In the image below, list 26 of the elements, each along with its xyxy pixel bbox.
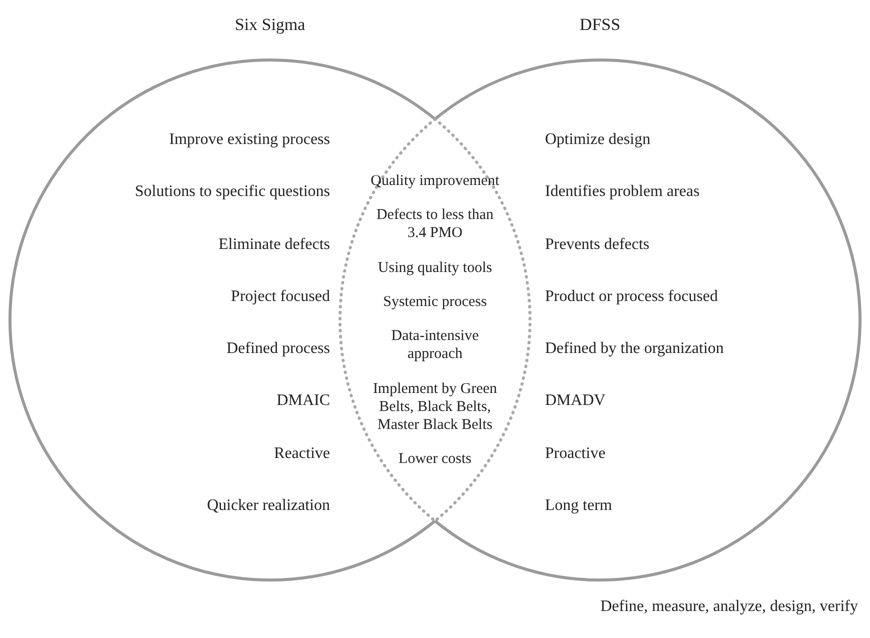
shared-feature-text: Defects to less than 3.4 PMO bbox=[375, 206, 495, 242]
note-text: Define, measure, analyze, design, verify bbox=[600, 598, 858, 616]
feature-text: Identifies problem areas bbox=[545, 182, 701, 202]
feature-text: Proactive bbox=[545, 444, 606, 463]
feature-text: Quicker realization bbox=[206, 496, 330, 515]
feature-text: Reactive bbox=[273, 444, 330, 463]
shared-feature-text: Lower costs bbox=[398, 450, 472, 468]
shared-feature-text: Data-intensive approach bbox=[390, 327, 480, 364]
circle-heading: DFSS bbox=[578, 15, 622, 35]
feature-text: DMAIC bbox=[276, 391, 330, 410]
feature-text: Prevents defects bbox=[545, 234, 650, 254]
shared-feature-text: Quality improvement bbox=[370, 172, 500, 190]
feature-text: Project focused bbox=[230, 286, 330, 306]
feature-text: Optimize design bbox=[545, 130, 652, 149]
feature-text: Defined by the organization bbox=[545, 339, 725, 358]
circle-heading: Six Sigma bbox=[234, 15, 306, 35]
shared-feature-text: Using quality tools bbox=[378, 258, 492, 277]
feature-text: Improve existing process bbox=[168, 130, 330, 149]
feature-text: Defined process bbox=[225, 339, 330, 358]
shared-feature-text: Systemic process bbox=[383, 292, 487, 311]
feature-text: Solutions to specific questions bbox=[134, 182, 330, 202]
feature-text: Long term bbox=[545, 496, 614, 515]
shared-feature-text: Implement by Green Belts, Black Belts, Master Black Belts bbox=[372, 380, 498, 434]
feature-text: DMADV bbox=[545, 391, 606, 410]
feature-text: Product or process focused bbox=[545, 286, 719, 306]
feature-text: Eliminate defects bbox=[217, 234, 330, 254]
